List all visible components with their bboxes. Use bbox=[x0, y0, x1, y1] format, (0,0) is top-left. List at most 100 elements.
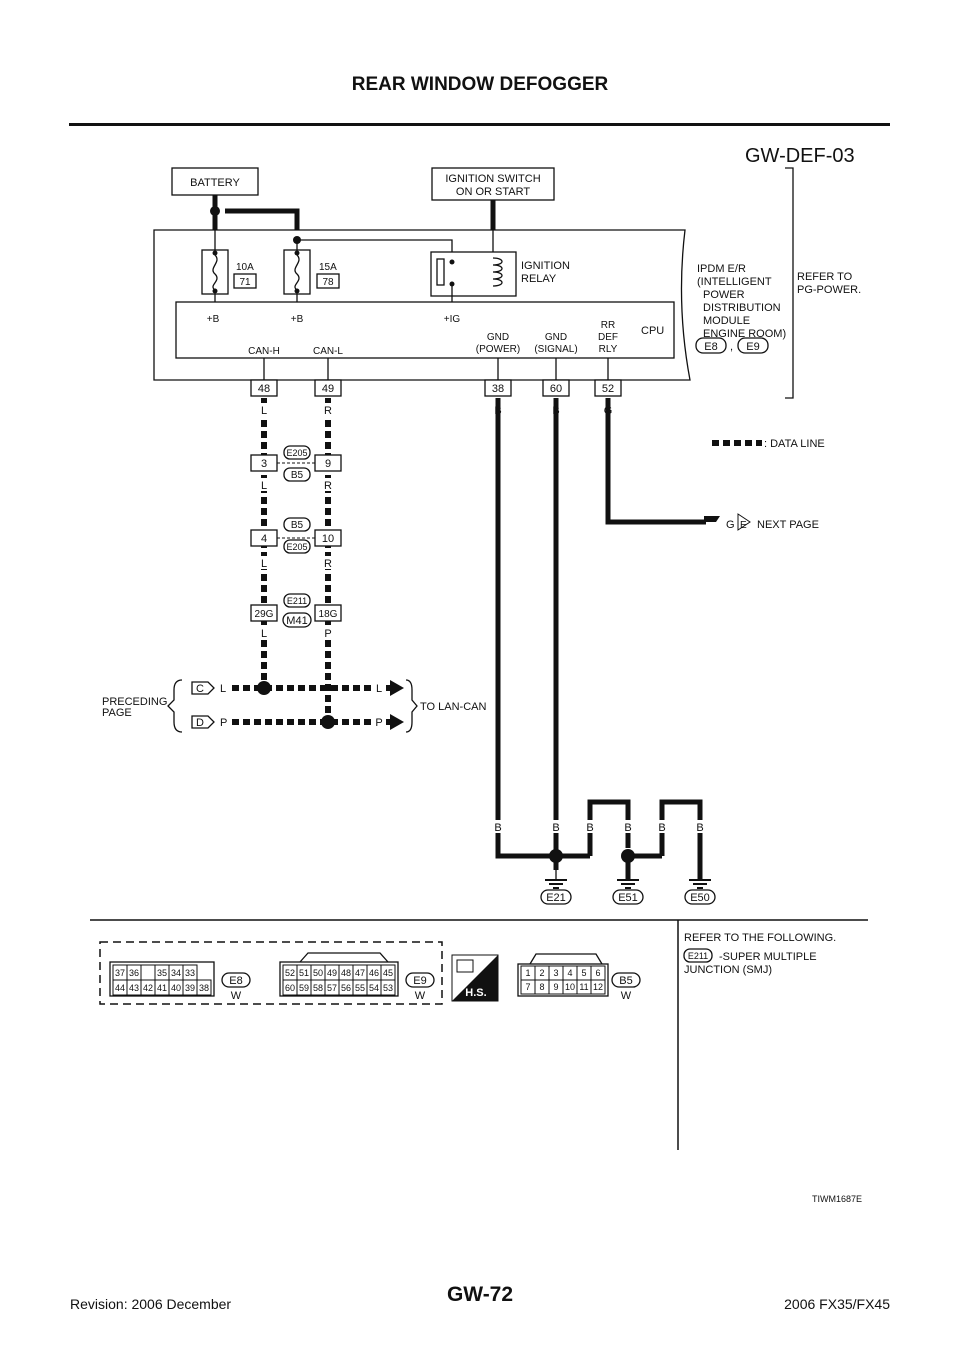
svg-text:B5: B5 bbox=[291, 520, 304, 531]
svg-text:DISTRIBUTION: DISTRIBUTION bbox=[703, 302, 781, 314]
pin-60: 60 bbox=[550, 383, 562, 395]
preceding-bracket bbox=[167, 679, 183, 733]
connector-dashed-frame bbox=[99, 941, 443, 1005]
connector-pin-number: 12 bbox=[593, 982, 603, 992]
connector-pin-number: 7 bbox=[525, 982, 530, 992]
fuse1-num: 71 bbox=[239, 277, 251, 288]
fuse2-num: 78 bbox=[322, 277, 334, 288]
connector-pin-number: 4 bbox=[567, 968, 572, 978]
ignition-switch-box bbox=[431, 167, 555, 201]
connector-pin-number: 10 bbox=[565, 982, 575, 992]
svg-text:3: 3 bbox=[261, 458, 267, 470]
connector-pin-number: 34 bbox=[171, 968, 181, 978]
conn-e9-tag: E9 bbox=[746, 341, 759, 353]
relay-label2: RELAY bbox=[521, 273, 557, 285]
connector-pin-number: 58 bbox=[313, 983, 323, 993]
svg-text:RR: RR bbox=[601, 320, 615, 331]
refer-following: REFER TO THE FOLLOWING. bbox=[684, 932, 836, 944]
fuse1-amp: 10A bbox=[236, 262, 254, 273]
ground-color-labels: B B B B B B bbox=[490, 820, 708, 834]
gnd-signal-label: (SIGNAL) bbox=[534, 344, 577, 355]
svg-text:B: B bbox=[658, 822, 665, 834]
svg-text:MODULE: MODULE bbox=[703, 315, 750, 327]
page-title: REAR WINDOW DEFOGGER bbox=[351, 74, 609, 95]
svg-text:M41: M41 bbox=[286, 615, 307, 627]
data-line-legend: : DATA LINE bbox=[764, 438, 825, 450]
svg-text:(INTELLIGENT: (INTELLIGENT bbox=[697, 276, 772, 288]
ground-e51: E51 bbox=[618, 892, 638, 904]
pin-38: 38 bbox=[492, 383, 504, 395]
pin-48: 48 bbox=[258, 383, 270, 395]
arrow-right-icon bbox=[390, 680, 404, 696]
connector-pin-number: 41 bbox=[157, 983, 167, 993]
ground-splice-e51 bbox=[621, 849, 635, 863]
svg-text:B: B bbox=[552, 822, 559, 834]
svg-text:P: P bbox=[324, 628, 331, 640]
rr-def-relay-wire bbox=[605, 398, 706, 525]
fuse2-amp: 15A bbox=[319, 262, 337, 273]
smj-label1: -SUPER MULTIPLE bbox=[719, 951, 817, 963]
joint-connector-e205-b5: 3 9 E205 B5 bbox=[250, 445, 342, 482]
connector-pin-number: 45 bbox=[383, 968, 393, 978]
connector-pin-number: 44 bbox=[115, 983, 125, 993]
svg-text:E205: E205 bbox=[286, 542, 307, 552]
connector-pin-number: 42 bbox=[143, 983, 153, 993]
footer-model: 2006 FX35/FX45 bbox=[784, 1296, 890, 1312]
svg-text:H.S.: H.S. bbox=[465, 987, 486, 999]
connector-e9-color: W bbox=[415, 990, 426, 1002]
connector-pin-number: 5 bbox=[581, 968, 586, 978]
smj-label2: JUNCTION (SMJ) bbox=[684, 964, 772, 976]
svg-text:9: 9 bbox=[325, 458, 331, 470]
title-divider bbox=[69, 123, 890, 126]
svg-text:,: , bbox=[730, 341, 733, 353]
svg-text:R: R bbox=[324, 558, 332, 570]
splice-can-l bbox=[321, 715, 335, 729]
connector-e8-color: W bbox=[231, 990, 242, 1002]
plus-ig: +IG bbox=[444, 314, 461, 325]
smj-connector-tag: E211 bbox=[688, 951, 708, 961]
connector-pin-number: 49 bbox=[327, 968, 337, 978]
ipdm-label: ENGINE ROOM) bbox=[703, 328, 786, 340]
fuse-15a bbox=[283, 249, 311, 295]
splice-can-h bbox=[257, 681, 271, 695]
svg-text:POWER: POWER bbox=[703, 289, 745, 301]
cpu-box bbox=[175, 301, 675, 359]
svg-text:B: B bbox=[586, 822, 593, 834]
connector-pin-number: 46 bbox=[369, 968, 379, 978]
svg-text:R: R bbox=[324, 405, 332, 417]
next-page-label: NEXT PAGE bbox=[757, 519, 819, 531]
svg-text:B5: B5 bbox=[291, 470, 304, 481]
ign-switch-line2: ON OR START bbox=[456, 186, 530, 198]
svg-text:10: 10 bbox=[322, 533, 334, 545]
connector-pin-number: 3 bbox=[553, 968, 558, 978]
svg-text:P: P bbox=[375, 717, 382, 729]
pin-52: 52 bbox=[602, 383, 614, 395]
svg-text:L: L bbox=[261, 628, 267, 640]
svg-text:L: L bbox=[220, 683, 226, 695]
svg-text:L: L bbox=[261, 480, 267, 492]
connector-pin-number: 33 bbox=[185, 968, 195, 978]
connector-e9-label: E9 bbox=[413, 975, 426, 987]
joint-connector-b5-e205: 4 10 B5 E205 bbox=[250, 517, 342, 554]
svg-text:L: L bbox=[261, 558, 267, 570]
arrow-right-icon bbox=[390, 714, 404, 730]
svg-text:R: R bbox=[324, 480, 332, 492]
ground-e21: E21 bbox=[546, 892, 566, 904]
svg-text:P: P bbox=[220, 717, 227, 729]
connector-b5-label: B5 bbox=[619, 975, 632, 987]
connector-pin-number: 2 bbox=[539, 968, 544, 978]
connector-pin-number: 52 bbox=[285, 968, 295, 978]
relay-coil bbox=[492, 257, 503, 287]
diagram-code: GW-DEF-03 bbox=[745, 145, 855, 167]
footer-revision: Revision: 2006 December bbox=[70, 1296, 232, 1312]
connector-pin-number: 38 bbox=[199, 983, 209, 993]
battery-label: BATTERY bbox=[190, 177, 240, 189]
relay-label1: IGNITION bbox=[521, 260, 570, 272]
next-page-arrow-icon bbox=[704, 516, 720, 522]
connector-pin-number: 57 bbox=[327, 983, 337, 993]
gnd-jumper-2 bbox=[659, 799, 703, 880]
connector-pin-number: 60 bbox=[285, 983, 295, 993]
